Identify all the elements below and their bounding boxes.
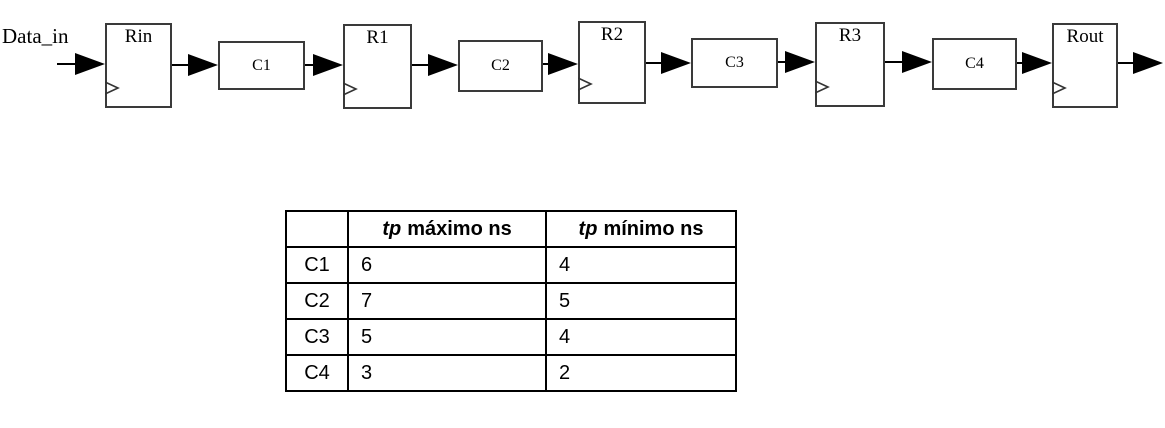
row-c3-tp-min: 4 xyxy=(545,318,737,356)
row-c2-name: C2 xyxy=(285,282,349,320)
row-c1-name: C1 xyxy=(285,246,349,284)
arrow-r3-to-c4-icon xyxy=(885,51,932,73)
register-r2: R2 xyxy=(578,21,646,104)
logic-c2-label: C2 xyxy=(491,57,510,74)
row-c2-tp-min: 5 xyxy=(545,282,737,320)
register-r1: R1 xyxy=(343,24,412,109)
row-c1-tp-max: 6 xyxy=(347,246,547,284)
arrow-r1-to-c2-icon xyxy=(412,54,458,76)
table-row-c3: C3 5 4 xyxy=(285,318,737,356)
logic-block-c2: C2 xyxy=(458,40,543,92)
register-rout: Rout xyxy=(1052,23,1118,108)
pipeline-diagram: Data_in Rin C1 R1 C2 R2 C3 xyxy=(0,0,1165,140)
table-row-c2: C2 7 5 xyxy=(285,282,737,320)
register-r2-label: R2 xyxy=(600,24,624,45)
row-c4-tp-max: 3 xyxy=(347,354,547,392)
arrow-c4-to-rout-icon xyxy=(1017,52,1052,74)
clock-edge-icon xyxy=(578,77,593,91)
arrow-c3-to-r3-icon xyxy=(778,51,815,73)
table-row-c4: C4 3 2 xyxy=(285,354,737,392)
register-r3-label: R3 xyxy=(838,25,862,46)
logic-block-c1: C1 xyxy=(218,41,305,90)
logic-c4-label: C4 xyxy=(965,55,984,72)
row-c4-name: C4 xyxy=(285,354,349,392)
clock-edge-icon xyxy=(1052,81,1067,95)
arrow-rin-to-c1-icon xyxy=(172,54,218,76)
table-row-c1: C1 6 4 xyxy=(285,246,737,284)
register-rout-label: Rout xyxy=(1066,26,1104,47)
arrow-c2-to-r2-icon xyxy=(543,53,578,75)
tp-symbol: tp xyxy=(578,217,598,240)
logic-c1-label: C1 xyxy=(252,56,271,74)
logic-block-c3: C3 xyxy=(691,38,778,88)
clock-edge-icon xyxy=(105,81,120,95)
tp-max-label: máximo ns xyxy=(407,217,512,240)
tp-symbol: tp xyxy=(382,217,402,240)
tp-min-label: mínimo ns xyxy=(603,217,704,240)
row-c3-tp-max: 5 xyxy=(347,318,547,356)
register-r1-label: R1 xyxy=(366,27,389,48)
register-r3: R3 xyxy=(815,22,885,107)
row-c3-name: C3 xyxy=(285,318,349,356)
table-header-empty xyxy=(285,210,349,248)
row-c2-tp-max: 7 xyxy=(347,282,547,320)
register-rin-label: Rin xyxy=(124,26,153,47)
logic-c3-label: C3 xyxy=(725,54,744,71)
arrow-rout-output-icon xyxy=(1118,52,1163,74)
row-c1-tp-min: 4 xyxy=(545,246,737,284)
clock-edge-icon xyxy=(343,82,358,96)
register-rin: Rin xyxy=(105,23,172,108)
arrow-c1-to-r1-icon xyxy=(305,54,343,76)
clock-edge-icon xyxy=(815,80,830,94)
data-in-label: Data_in xyxy=(2,24,69,48)
arrow-input-to-rin-icon xyxy=(57,53,105,75)
logic-block-c4: C4 xyxy=(932,38,1017,90)
row-c4-tp-min: 2 xyxy=(545,354,737,392)
arrow-r2-to-c3-icon xyxy=(646,52,691,74)
